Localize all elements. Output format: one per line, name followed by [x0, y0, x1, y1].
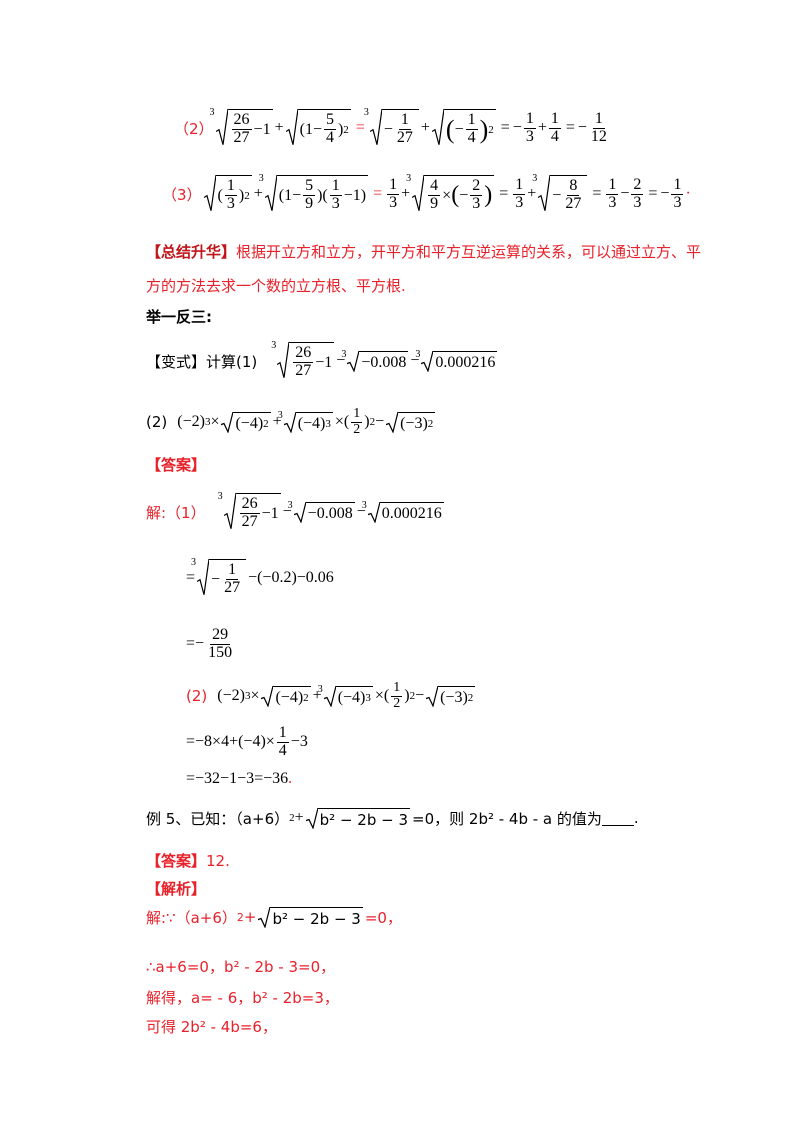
item-label: (2)	[146, 413, 168, 431]
item-label: (2)	[186, 687, 208, 705]
solution-line-6: =−32−1−3=−36.	[186, 770, 293, 787]
analysis-tag: 【解析】	[146, 880, 207, 898]
analysis-line-1: 解:∵（a+6）2+ b² − 2b − 3 =0，	[146, 906, 402, 928]
summary-text: 方的方法去求一个数的立方根、平方根.	[146, 277, 406, 295]
item-label: （3）	[162, 185, 202, 204]
summary-line-2: 方的方法去求一个数的立方根、平方根.	[146, 275, 406, 296]
section-heading: 举一反三:	[146, 308, 212, 326]
solution-label: 解:（1）	[146, 503, 206, 522]
summary-line-1: 【总结升华】根据开立方和立方，开平方和平方互逆运算的关系，可以通过立方、平	[146, 241, 701, 262]
answer-blank	[601, 811, 634, 826]
analysis-line-2: ∴a+6=0，b² - 2b - 3=0，	[146, 958, 336, 976]
variant-tag: 【变式】	[146, 352, 207, 371]
item-label: （2）	[174, 119, 214, 138]
variant-text: 计算(1)	[206, 352, 258, 371]
example-5: 例 5、已知：（a+6）2+ b² − 2b − 3 =0，则 2b² - 4b…	[146, 807, 639, 829]
answer-tag: 【答案】	[146, 456, 207, 474]
summary-text: 根据开立方和立方，开平方和平方互逆运算的关系，可以通过立方、平	[236, 243, 702, 261]
analysis-line-4: 可得 2b² - 4b=6，	[146, 1018, 277, 1036]
analysis-line-3: 解得，a= - 6，b² - 2b=3，	[146, 989, 339, 1007]
summary-tag: 【总结升华】	[146, 243, 237, 261]
answer2: 【答案】12.	[146, 852, 230, 870]
